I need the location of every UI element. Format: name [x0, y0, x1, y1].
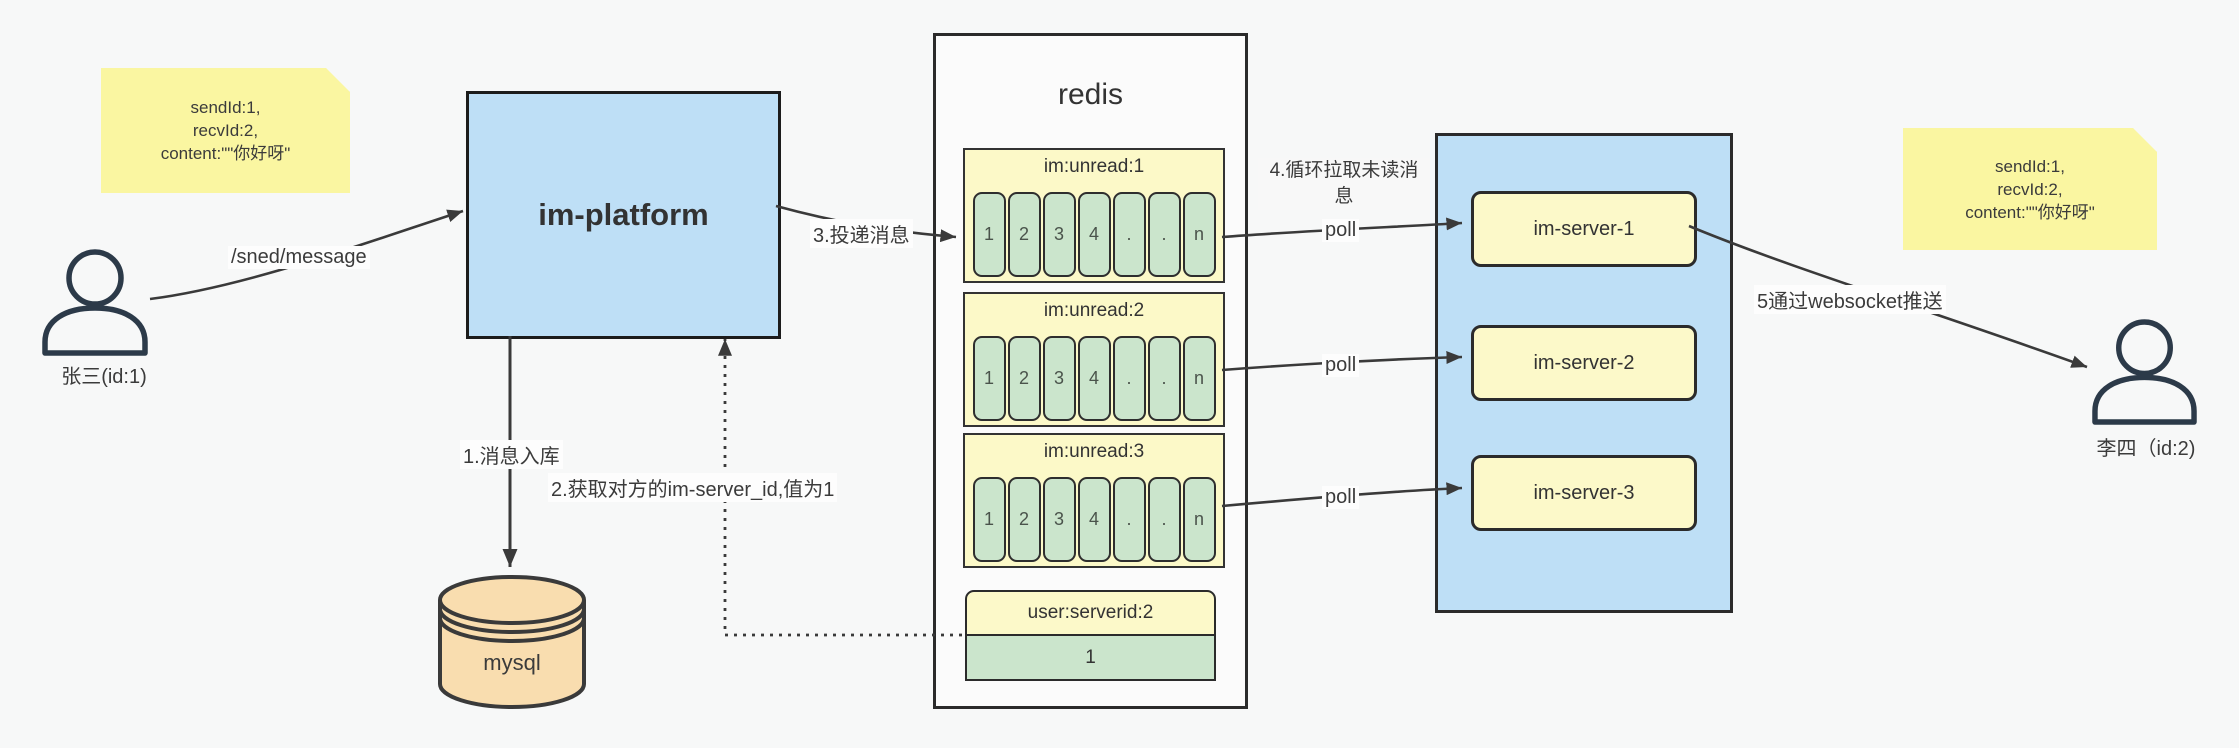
mysql-cylinder-icon — [438, 575, 586, 709]
edge-label-pull: 4.循环拉取未读消息 — [1258, 158, 1430, 210]
sender-user — [42, 249, 148, 356]
kv-key: user:serverid:2 — [965, 590, 1216, 636]
mysql-label: mysql — [483, 650, 541, 675]
mysql-database: mysql — [437, 570, 587, 710]
note-line: recvId:2, — [192, 121, 259, 140]
queue-cells: 1 2 3 4 . . n — [965, 477, 1223, 562]
queue-cell: . — [1147, 336, 1181, 421]
queue-name: im:unread:3 — [1043, 441, 1145, 462]
queue-cell: 2 — [1007, 192, 1041, 277]
edge-label-poll-2: poll — [1322, 354, 1360, 377]
queue-cell: . — [1112, 336, 1146, 421]
edge-label-push: 5通过websocket推送 — [1754, 285, 1946, 314]
edge-label-fetch: 2.获取对方的im-server_id,值为1 — [548, 473, 838, 502]
receiver-user — [2092, 318, 2197, 426]
queue-cell: 2 — [1007, 477, 1041, 562]
edge-label-store: 1.消息入库 — [460, 440, 563, 469]
note-line: content:""你好呀" — [1965, 202, 2095, 222]
queue-cells: 1 2 3 4 . . n — [965, 192, 1223, 277]
queue-cell: 3 — [1042, 477, 1076, 562]
queue-name: im:unread:2 — [1043, 300, 1145, 321]
im-server-cluster-box: im-server-1 im-server-2 im-server-3 — [1435, 133, 1733, 613]
note-line: sendId:1, — [190, 98, 261, 117]
queue-cell: 3 — [1042, 336, 1076, 421]
redis-container: redis im:unread:1 1 2 3 4 . . n im:unrea… — [933, 33, 1248, 709]
note-line: recvId:2, — [1997, 179, 2063, 199]
redis-title: redis — [1057, 78, 1124, 111]
queue-cell: . — [1147, 477, 1181, 562]
queue-cell: 4 — [1077, 477, 1111, 562]
note-line: content:""你好呀" — [160, 144, 291, 163]
im-platform-label: im-platform — [538, 197, 709, 232]
queue-cell: 4 — [1077, 336, 1111, 421]
queue-cell: . — [1147, 192, 1181, 277]
queue-cell: 3 — [1042, 192, 1076, 277]
queue-name: im:unread:1 — [1043, 156, 1145, 177]
im-server-2-box: im-server-2 — [1471, 325, 1697, 401]
queue-cell: 1 — [972, 336, 1006, 421]
edge-label-deliver: 3.投递消息 — [810, 219, 913, 248]
queue-cell: 1 — [972, 477, 1006, 562]
kv-value: 1 — [965, 636, 1216, 681]
receiver-label: 李四（id:2) — [2096, 438, 2196, 460]
user-icon — [2092, 319, 2197, 425]
queue-cell: . — [1112, 192, 1146, 277]
queue-cell: 1 — [972, 192, 1006, 277]
queue-cell: 2 — [1007, 336, 1041, 421]
queue-cell: n — [1182, 192, 1216, 277]
redis-queue-unread-2: im:unread:2 1 2 3 4 . . n — [963, 292, 1225, 427]
note-line: sendId:1, — [1995, 156, 2065, 176]
queue-cells: 1 2 3 4 . . n — [965, 336, 1223, 421]
edge-label-poll-3: poll — [1322, 486, 1360, 509]
note-fold-corner — [2133, 104, 2157, 128]
message-note-right: sendId:1, recvId:2, content:""你好呀" — [1903, 128, 2157, 250]
message-note-left: sendId:1, recvId:2, content:""你好呀" — [101, 68, 350, 193]
edge-label-send: /sned/message — [228, 246, 370, 269]
im-server-1-box: im-server-1 — [1471, 191, 1697, 267]
im-server-3-box: im-server-3 — [1471, 455, 1697, 531]
queue-cell: n — [1182, 336, 1216, 421]
queue-cell: . — [1112, 477, 1146, 562]
redis-user-serverid-entry: user:serverid:2 1 — [965, 590, 1216, 681]
sender-label: 张三(id:1) — [61, 366, 147, 388]
im-platform-box: im-platform — [466, 91, 781, 339]
redis-queue-unread-1: im:unread:1 1 2 3 4 . . n — [963, 148, 1225, 283]
queue-cell: n — [1182, 477, 1216, 562]
edge-label-poll-1: poll — [1322, 219, 1360, 242]
queue-cell: 4 — [1077, 192, 1111, 277]
redis-queue-unread-3: im:unread:3 1 2 3 4 . . n — [963, 433, 1225, 568]
note-fold-corner — [326, 44, 350, 68]
user-icon — [42, 249, 148, 356]
